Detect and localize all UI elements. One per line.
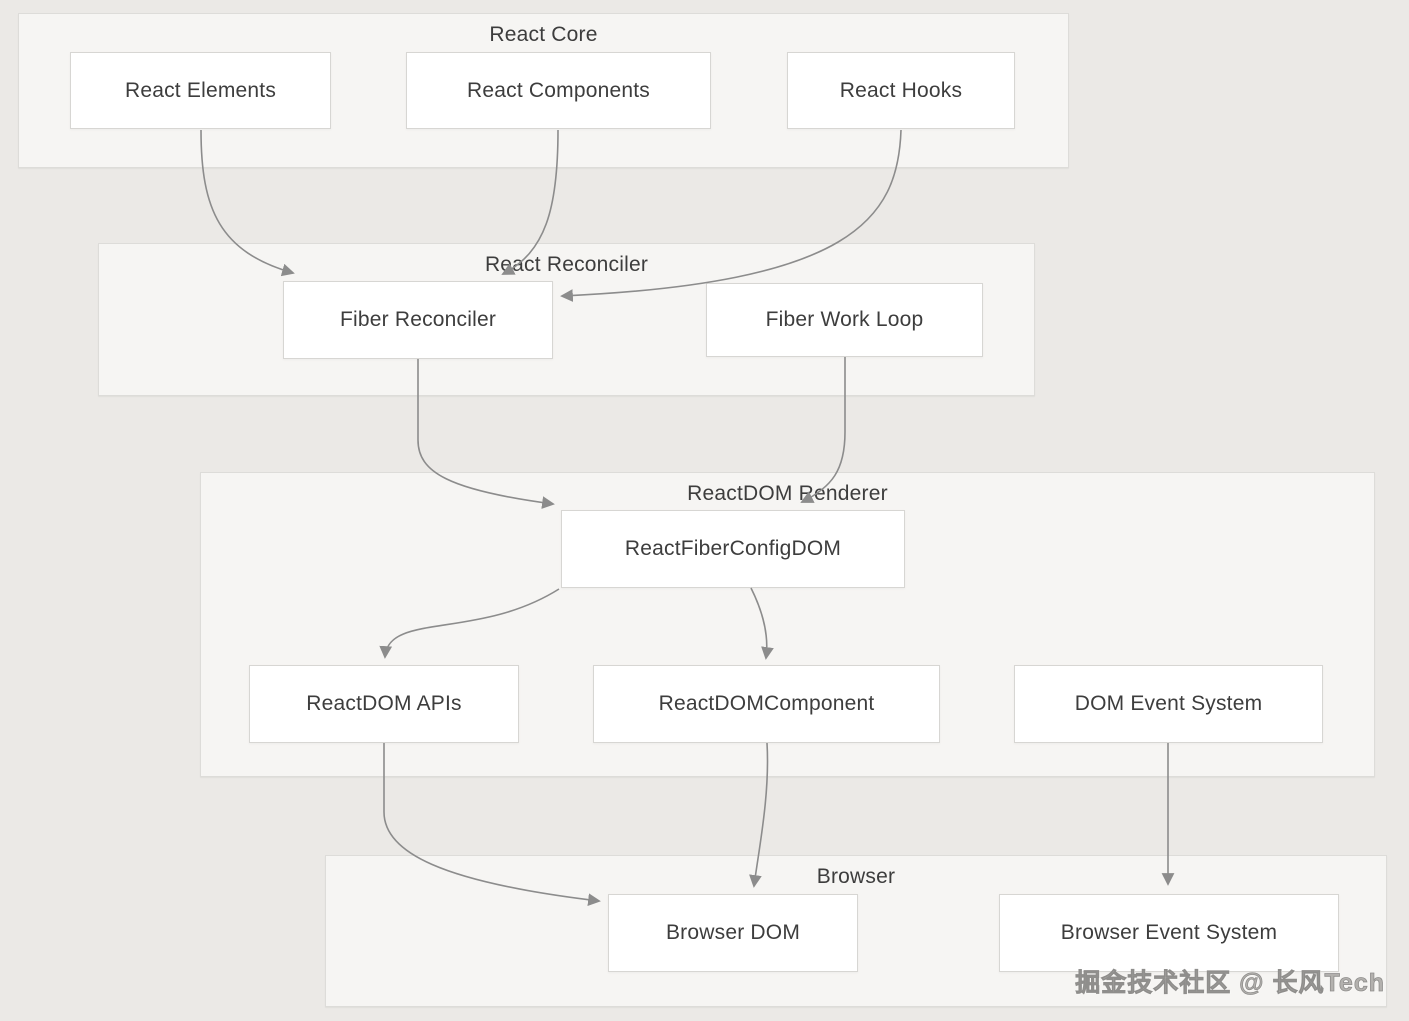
node-fiber-work-loop: Fiber Work Loop [706, 283, 983, 357]
node-react-elements: React Elements [70, 52, 331, 129]
group-title-browser: Browser [816, 865, 896, 888]
group-title-react-reconciler: React Reconciler [484, 253, 649, 276]
node-reactdomcomponent: ReactDOMComponent [593, 665, 940, 743]
watermark: 掘金技术社区 @ 长风Tech [1075, 969, 1385, 998]
node-fiber-reconciler: Fiber Reconciler [283, 281, 553, 359]
node-react-hooks: React Hooks [787, 52, 1015, 129]
node-browser-dom: Browser DOM [608, 894, 858, 972]
node-react-components: React Components [406, 52, 711, 129]
node-reactfiberconfigdom: ReactFiberConfigDOM [561, 510, 905, 588]
node-reactdom-apis: ReactDOM APIs [249, 665, 519, 743]
node-dom-event-system: DOM Event System [1014, 665, 1323, 743]
node-browser-event-system: Browser Event System [999, 894, 1339, 972]
group-title-reactdom-renderer: ReactDOM Renderer [687, 482, 888, 505]
group-title-react-core: React Core [489, 23, 598, 46]
